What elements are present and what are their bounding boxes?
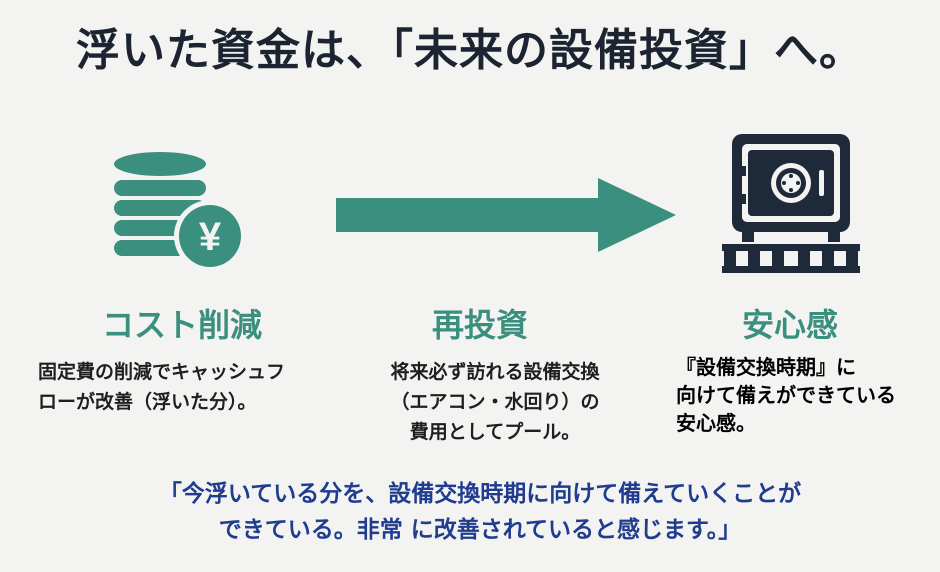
reinvestment-heading: 再投資 — [431, 306, 528, 344]
testimonial-quote: 「今浮いている分を、設備交換時期に向けて備えていくことが できている。非常 に改… — [158, 481, 802, 543]
safe-icon — [722, 134, 860, 273]
cost-reduction-description: 固定費の削減でキャッシュフ ローが改善（浮いた分）。 — [38, 361, 286, 413]
peace-of-mind-description: 『設備交換時期』に 向けて備えができている 安心感。 — [676, 357, 896, 435]
yen-coins-icon: ¥ — [114, 152, 246, 272]
svg-text:¥: ¥ — [199, 215, 222, 259]
right-arrow-icon — [336, 178, 676, 252]
peace-of-mind-heading: 安心感 — [741, 306, 838, 344]
page-title: 浮いた資金は、「未来の設備投資」へ。 — [76, 25, 864, 76]
reinvestment-description: 将来必ず訪れる設備交換 （エアコン・水回り）の 費用としてプール。 — [390, 361, 600, 443]
cost-reduction-heading: コスト削減 — [101, 306, 262, 344]
